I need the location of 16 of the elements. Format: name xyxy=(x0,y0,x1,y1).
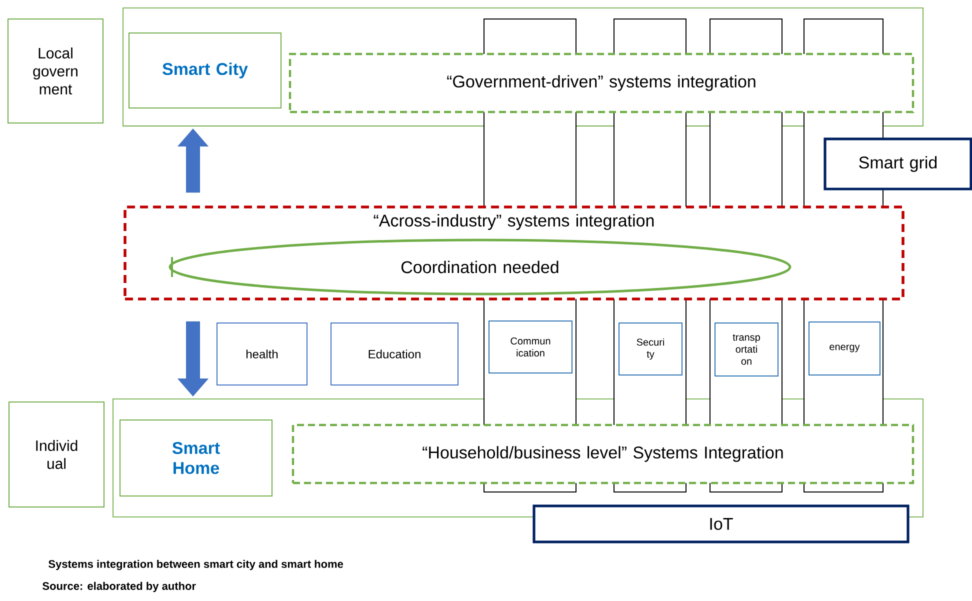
source-note: Source: elaborated by author xyxy=(42,582,196,592)
title-box: Smart Home xyxy=(120,419,272,496)
caption: Systems integration between smart city and smart home xyxy=(48,560,344,570)
category-box: Securi ty xyxy=(618,322,682,376)
category-box: energy xyxy=(808,321,880,376)
dashed-box: “Government-driven” systems integration xyxy=(288,52,914,114)
label-box: Smart grid xyxy=(824,138,972,190)
label-box: Individ ual xyxy=(8,401,104,508)
category-box: Commun ication xyxy=(488,320,572,374)
label-box: Local govern ment xyxy=(8,18,104,124)
category-box: transp ortati on xyxy=(714,322,778,376)
category-box: health xyxy=(216,322,308,386)
label-box: IoT xyxy=(532,504,910,544)
category-box: Education xyxy=(330,322,458,386)
title-box: Smart City xyxy=(128,32,282,108)
dashed-box: “Household/business level” Systems Integration xyxy=(292,424,914,484)
